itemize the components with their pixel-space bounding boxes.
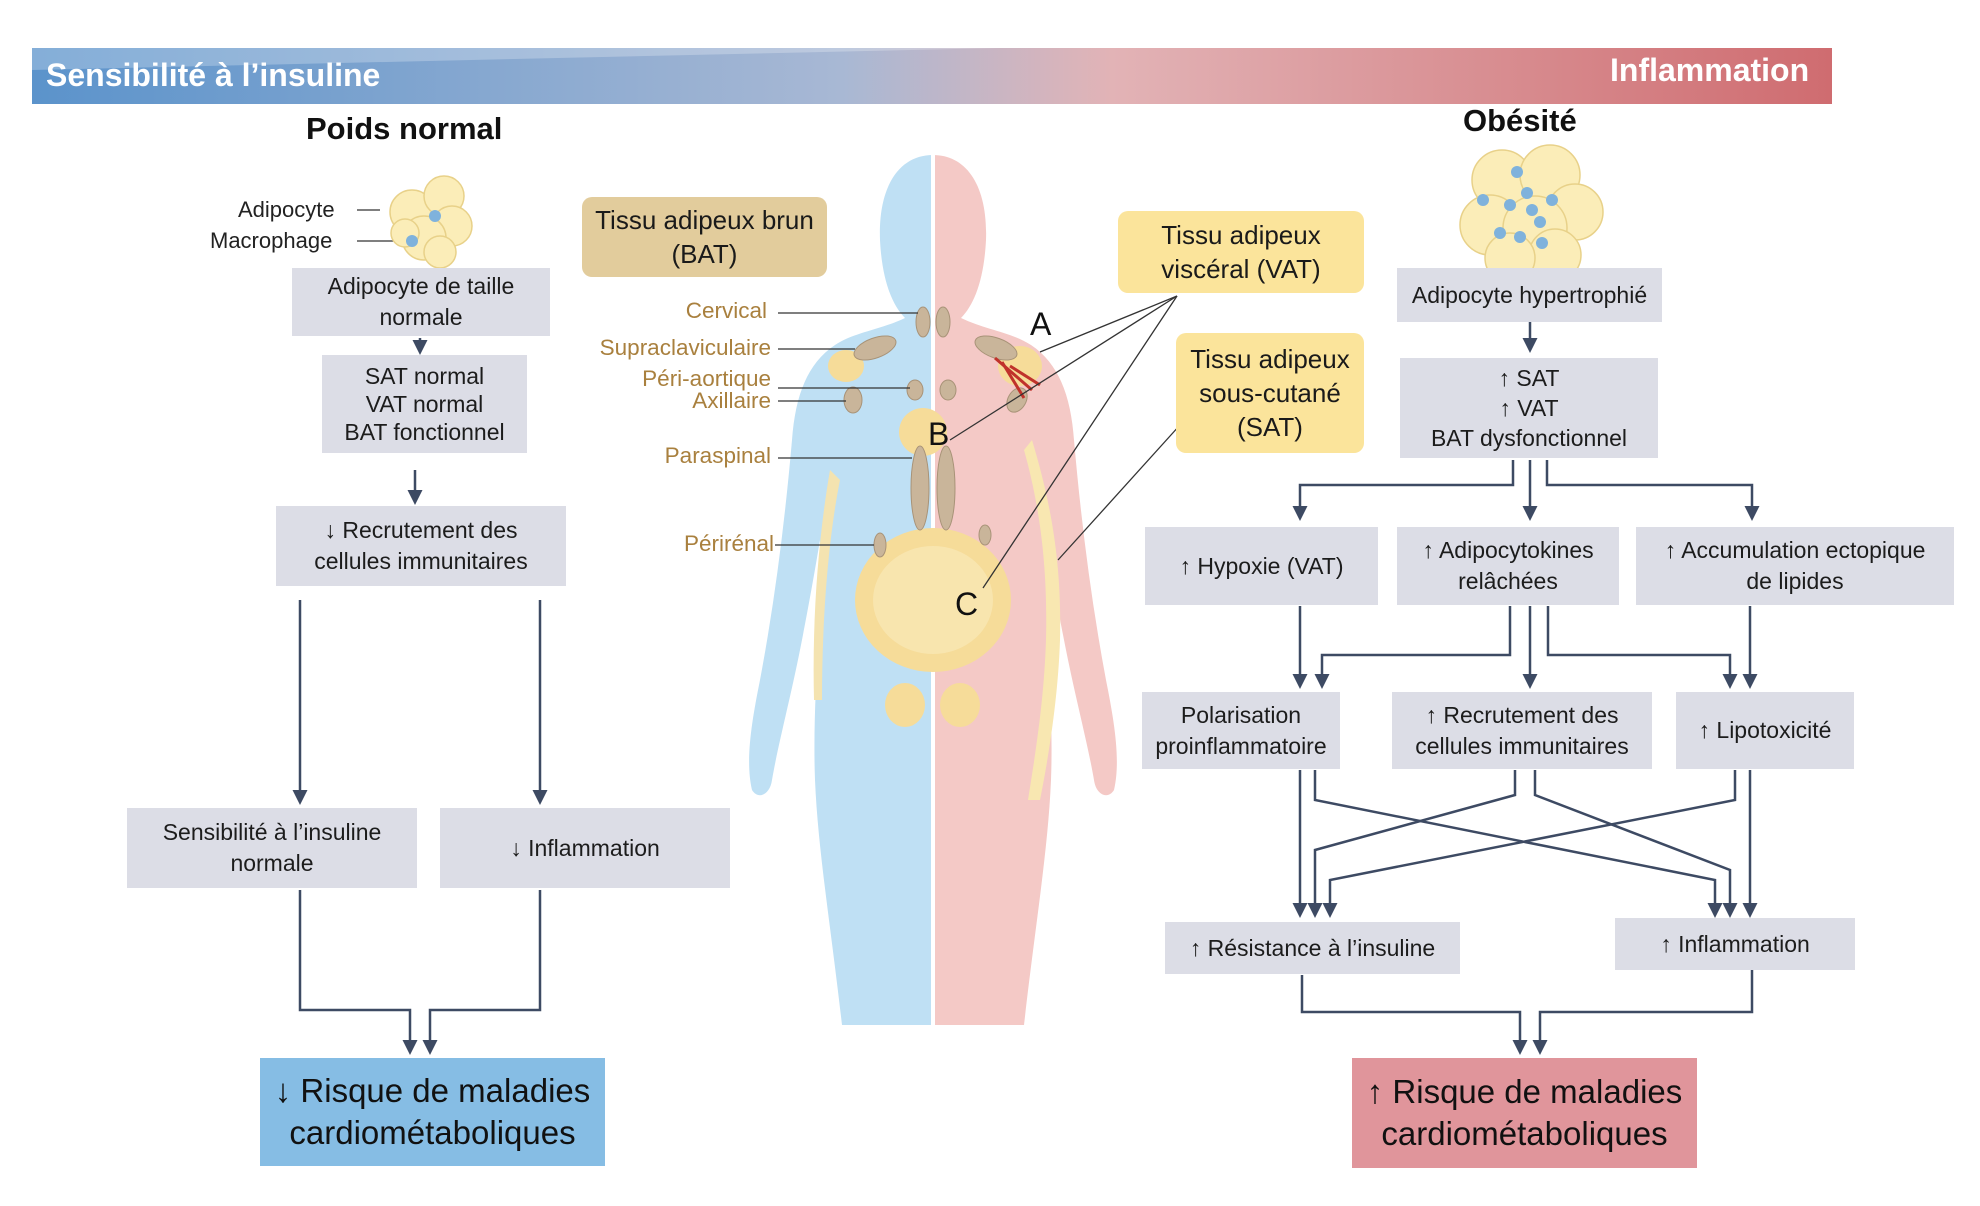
sat-layer (1024, 440, 1061, 800)
sat-legend: Tissu adipeux sous-cutané (SAT) (1176, 333, 1364, 453)
sat-layer-left (813, 470, 840, 700)
low-risk-box: ↓ Risque de maladies cardiométaboliques (260, 1058, 605, 1166)
normal-insulin-sensitivity-box: Sensibilité à l’insuline normale (127, 808, 417, 888)
pericardial-fat (899, 408, 947, 456)
hypertrophied-adipocyte-box: Adipocyte hypertrophié (1397, 268, 1662, 322)
pelvic-fat-right (940, 683, 980, 727)
high-risk-box: ↑ Risque de maladies cardiométaboliques (1352, 1058, 1697, 1168)
obese-recruitment-box: ↑ Recrutement des cellules immunitaires (1392, 692, 1652, 769)
normal-adipocyte-size-box: Adipocyte de taille normale (292, 268, 550, 336)
normal-recruitment-box: ↓ Recrutement des cellules immunitaires (276, 506, 566, 586)
obese-tissues-box: ↑ SAT ↑ VAT BAT dysfonctionnel (1400, 358, 1658, 458)
normal-weight-title: Poids normal (306, 111, 503, 146)
adipocytokines-box: ↑ Adipocytokines relâchées (1397, 527, 1619, 605)
body-left-half (749, 155, 933, 1025)
bat-legend: Tissu adipeux brun (BAT) (582, 197, 827, 277)
normal-inflammation-box: ↓ Inflammation (440, 808, 730, 888)
insulin-resistance-box: ↑ Résistance à l’insuline (1165, 922, 1460, 974)
obese-inflammation-box: ↑ Inflammation (1615, 918, 1855, 970)
depot-supraclavicular: Supraclaviculaire (599, 335, 771, 360)
header-banner-taper (32, 48, 1000, 70)
depot-leaders (357, 209, 1181, 589)
normal-adipocyte-cluster (389, 175, 473, 269)
depot-perirenal: Périrénal (683, 531, 774, 556)
pelvic-fat-left (885, 683, 925, 727)
hypoxia-box: ↑ Hypoxie (VAT) (1145, 527, 1378, 605)
letter-b: B (928, 416, 950, 452)
depot-cervical: Cervical (685, 298, 767, 323)
supraclavicular-fat-left (828, 350, 864, 382)
body-right-half (933, 155, 1117, 1025)
normal-tissues-box: SAT normal VAT normal BAT fonctionnel (322, 355, 527, 453)
obesity-title: Obésité (1463, 103, 1577, 138)
body-figure (749, 152, 1117, 1028)
normal-arrows (292, 338, 548, 1055)
obese-arrows (1292, 322, 1760, 1055)
ectopic-lipids-box: ↑ Accumulation ectopique de lipides (1636, 527, 1954, 605)
obese-adipocyte-cluster (1459, 144, 1604, 284)
vessels (994, 356, 1041, 399)
letter-c: C (955, 586, 979, 622)
header-inflammation: Inflammation (1610, 52, 1810, 88)
depot-axillary: Axillaire (692, 388, 771, 413)
letter-a: A (1030, 306, 1052, 342)
header-banner (32, 48, 1832, 104)
header-insulin-sensitivity: Sensibilité à l’insuline (46, 57, 381, 93)
lipotoxicity-box: ↑ Lipotoxicité (1676, 692, 1854, 769)
depot-paraspinal: Paraspinal (664, 443, 771, 468)
depot-periaortic: Péri-aortique (642, 366, 771, 391)
proinflammatory-polarisation-box: Polarisation proinflammatoire (1142, 692, 1340, 769)
bat-depots (843, 306, 1028, 558)
adipocyte-label: Adipocyte (238, 197, 335, 222)
macrophage-label: Macrophage (210, 228, 333, 253)
vat-legend: Tissu adipeux viscéral (VAT) (1118, 211, 1364, 293)
